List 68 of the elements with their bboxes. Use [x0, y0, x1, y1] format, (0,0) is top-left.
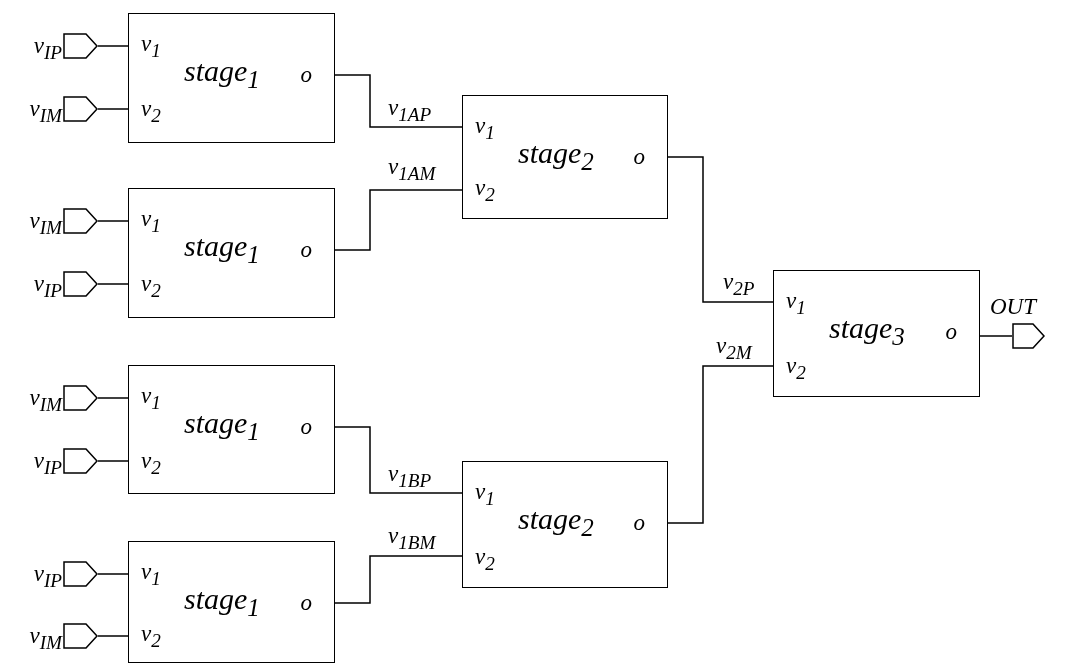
wire [334, 74, 463, 128]
signal-label: v$_{IM}$ [29, 624, 62, 652]
pin-label: v$_{1}$ [475, 480, 495, 508]
port-symbol [63, 448, 98, 474]
pin-label: o [945, 320, 957, 343]
stage-name: stage$_{1}$ [184, 584, 260, 620]
signal-label: v$_{IP}$ [33, 34, 62, 62]
pin-label: v$_{1}$ [141, 207, 161, 235]
wire [97, 45, 129, 47]
port-symbol [63, 561, 98, 587]
wire [97, 460, 129, 462]
signal-label: v$_{IM}$ [29, 209, 62, 237]
wire [97, 635, 129, 637]
pin-label: o [633, 511, 645, 534]
wire [334, 189, 463, 251]
pin-label: v$_{2}$ [141, 449, 161, 477]
signal-label: v$_{IP}$ [33, 562, 62, 590]
wire [334, 426, 463, 494]
pin-label: o [300, 63, 312, 86]
pin-label: v$_{1}$ [141, 560, 161, 588]
pin-label: o [300, 591, 312, 614]
pin-label: v$_{2}$ [475, 176, 495, 204]
wire [97, 397, 129, 399]
pin-label: v$_{2}$ [786, 354, 806, 382]
stage-block [773, 270, 980, 397]
wire [979, 335, 1013, 337]
stage-block [128, 365, 335, 494]
port-symbol [63, 208, 98, 234]
stage-block [128, 13, 335, 143]
pin-label: v$_{2}$ [141, 272, 161, 300]
port-symbol [63, 271, 98, 297]
pin-label: v$_{1}$ [141, 32, 161, 60]
pin-label: v$_{1}$ [786, 289, 806, 317]
stage-name: stage$_{2}$ [518, 504, 594, 540]
stage-block [128, 188, 335, 318]
wire [667, 156, 774, 303]
stage-block [462, 461, 668, 588]
pin-label: v$_{2}$ [141, 622, 161, 650]
signal-label: v$_{IP}$ [33, 272, 62, 300]
port-symbol [63, 96, 98, 122]
stage-name: stage$_{1}$ [184, 56, 260, 92]
port-symbol [63, 33, 98, 59]
stage-block [128, 541, 335, 663]
port-symbol [63, 385, 98, 411]
signal-label: v$_{IM}$ [29, 386, 62, 414]
stage-name: stage$_{1}$ [184, 231, 260, 267]
wire [334, 555, 463, 604]
stage-block [462, 95, 668, 219]
stage-name: stage$_{2}$ [518, 138, 594, 174]
pin-label: o [300, 238, 312, 261]
pin-label: v$_{1}$ [141, 384, 161, 412]
signal-label: OUT [990, 295, 1036, 318]
wire [97, 283, 129, 285]
pin-label: v$_{2}$ [141, 97, 161, 125]
signal-label: v$_{IP}$ [33, 449, 62, 477]
pin-label: v$_{1}$ [475, 114, 495, 142]
signal-label: v$_{IM}$ [29, 97, 62, 125]
pin-label: o [633, 145, 645, 168]
stage-name: stage$_{1}$ [184, 408, 260, 444]
wire [97, 220, 129, 222]
pin-label: v$_{2}$ [475, 545, 495, 573]
stage-name: stage$_{3}$ [829, 313, 905, 349]
wire [667, 365, 774, 524]
wire [97, 573, 129, 575]
port-symbol [1012, 323, 1045, 349]
port-symbol [63, 623, 98, 649]
wire [97, 108, 129, 110]
pin-label: o [300, 415, 312, 438]
